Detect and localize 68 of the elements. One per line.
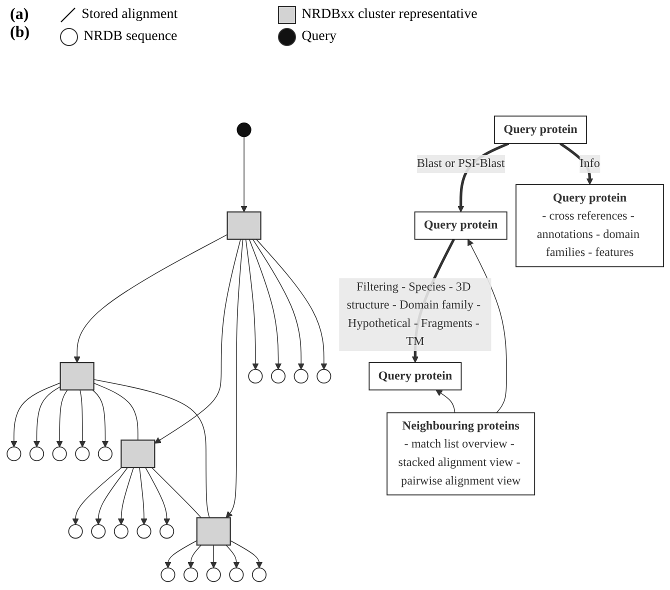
node-circle <box>6 446 21 462</box>
node-box <box>196 517 231 546</box>
node-circle <box>183 567 198 582</box>
arrow <box>187 544 202 568</box>
legend-text: NRDBxx cluster representative <box>302 7 478 23</box>
arrow <box>435 390 455 414</box>
arrow <box>559 142 593 185</box>
edge-label: Info <box>579 157 600 170</box>
arrow <box>78 390 86 448</box>
edge-label: Blast or PSI-Blast <box>416 157 504 170</box>
edge-label: Filtering - Species - 3D structure - Domain family - Hypothetical - Fragments - TM <box>346 280 480 348</box>
node-circle <box>160 567 175 582</box>
arrow <box>94 467 128 525</box>
node-box <box>368 362 462 390</box>
node-box <box>414 211 507 240</box>
arrow <box>240 136 248 212</box>
arrow <box>230 540 262 568</box>
connector <box>151 467 202 518</box>
panel-label: (a) <box>10 6 30 24</box>
arrow <box>118 467 134 525</box>
node-circle <box>248 368 262 384</box>
node-circle <box>29 446 44 462</box>
node-box <box>59 362 94 390</box>
node-circle <box>74 446 90 462</box>
node-circle <box>228 567 244 582</box>
node-circle <box>316 368 331 384</box>
legend-text: Stored alignment <box>82 7 178 23</box>
node-circle <box>252 567 266 582</box>
arrow <box>33 386 60 448</box>
node-circle <box>98 446 112 462</box>
arrow <box>56 390 68 448</box>
node-circle <box>293 368 308 384</box>
arrow <box>10 382 60 448</box>
node-circle <box>136 524 151 539</box>
arrow <box>467 239 507 414</box>
arrow <box>73 234 228 363</box>
panel-label: (b) <box>10 24 30 42</box>
node-circle <box>52 446 67 462</box>
connector <box>93 382 138 440</box>
arrow <box>252 238 304 370</box>
arrow <box>256 238 327 370</box>
node-box <box>120 440 155 468</box>
node-circle <box>68 524 83 539</box>
node-box <box>226 211 262 240</box>
arrow <box>92 390 108 448</box>
node-circle <box>236 122 252 138</box>
arrow <box>164 540 197 568</box>
node-circle <box>159 524 174 539</box>
node-circle <box>90 524 106 539</box>
node-circle <box>114 524 128 539</box>
node-box <box>515 184 664 268</box>
node-circle <box>270 368 286 384</box>
arrow <box>138 467 148 525</box>
arrow <box>72 467 122 525</box>
arrow <box>225 238 243 518</box>
node-box <box>494 116 587 144</box>
connector <box>93 379 210 518</box>
node-circle <box>206 567 221 582</box>
arrow <box>245 238 258 370</box>
diagram: Blast or PSI-Blast Info Filtering - Species - 3D structure - Domain family - Hypothetical - Fragments - TM Query protein Query protein Query protein - cross references - annotations - domain families - features Query protein Neighbouring proteins - match list overview - stacked alignment view - pairwise alignment view <box>0 110 670 590</box>
arrow <box>154 238 241 444</box>
legend-text: Query <box>302 29 337 45</box>
arrow <box>248 238 282 370</box>
arrow <box>210 544 217 568</box>
legend-text: NRDB sequence <box>84 29 178 45</box>
arrow <box>225 544 240 568</box>
arrow <box>144 467 170 525</box>
node-box <box>386 412 535 496</box>
